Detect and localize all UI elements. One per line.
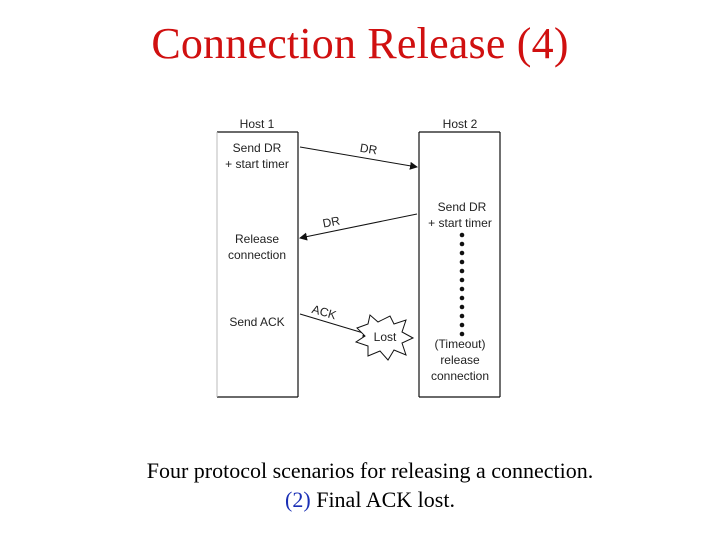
- host1-event-send-dr: Send DR: [233, 141, 282, 155]
- scenario-number: (2): [285, 487, 311, 512]
- message-dr-2-arrow: [299, 213, 418, 241]
- timer-dots: [459, 232, 465, 337]
- host2-event-timeout: (Timeout): [435, 337, 486, 351]
- host2-event-start-timer: + start timer: [428, 216, 492, 230]
- lost-label: Lost: [374, 330, 397, 344]
- host2-timeline: [418, 131, 501, 398]
- sequence-diagram-svg: Host 1 Host 2 Send DR + start timer Rele…: [216, 117, 501, 398]
- slide-title: Connection Release (4): [151, 19, 569, 68]
- host1-event-release: Release: [235, 232, 279, 246]
- lost-starburst-icon: Lost: [354, 314, 415, 361]
- connection-release-diagram: Host 1 Host 2 Send DR + start timer Rele…: [210, 110, 510, 405]
- host2-event-release: release: [440, 353, 480, 367]
- message-dr-2-label: DR: [321, 213, 341, 230]
- scenario-description: Final ACK lost.: [316, 487, 455, 512]
- figure-caption: Four protocol scenarios for releasing a …: [0, 456, 720, 514]
- host1-label: Host 1: [240, 117, 275, 131]
- host2-event-send-dr: Send DR: [438, 200, 487, 214]
- host1-event-start-timer: + start timer: [225, 157, 289, 171]
- message-ack-arrow: [299, 313, 371, 337]
- message-dr-1-label: DR: [359, 141, 379, 158]
- host2-label: Host 2: [443, 117, 478, 131]
- host2-event-connection: connection: [431, 369, 489, 383]
- caption-line-1: Four protocol scenarios for releasing a …: [146, 458, 594, 483]
- caption-line-2: (2) Final ACK lost.: [0, 485, 720, 514]
- host1-timeline: [216, 131, 299, 398]
- host1-event-send-ack: Send ACK: [229, 315, 284, 329]
- message-ack-label: ACK: [310, 302, 338, 322]
- message-dr-1-arrow: [299, 146, 418, 170]
- host1-event-connection: connection: [228, 248, 286, 262]
